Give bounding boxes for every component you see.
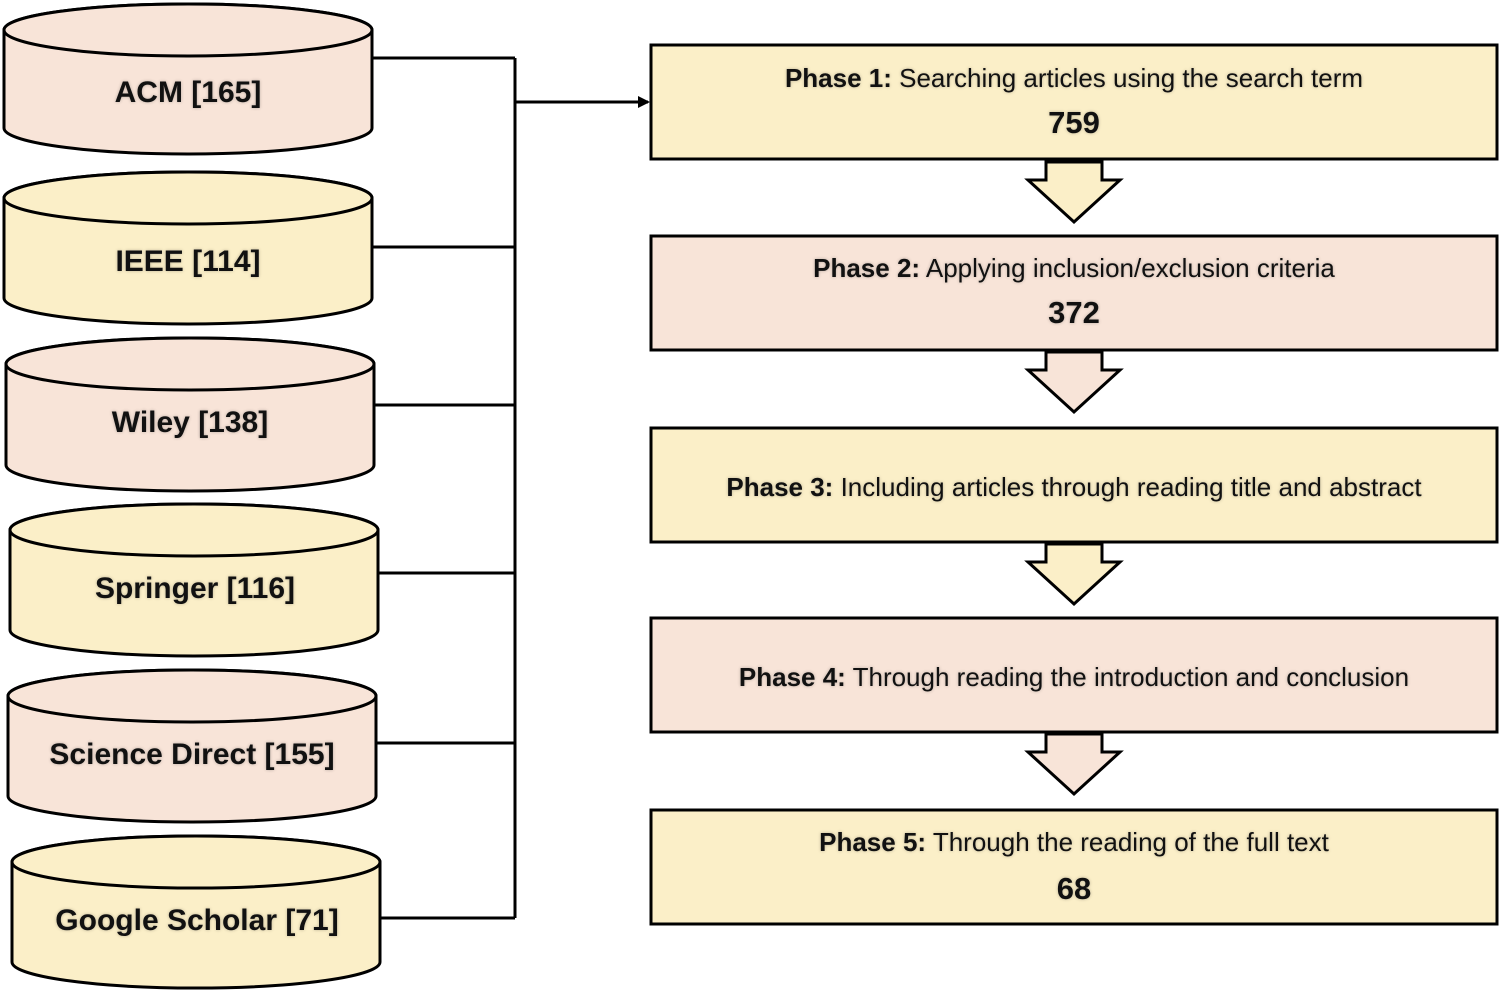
phase-4: Phase 4: Through reading the introductio… [649, 616, 1499, 734]
phase-text: Applying inclusion/exclusion criteria [920, 253, 1335, 283]
database-6: Google Scholar [71] [10, 834, 382, 990]
phase-text: Searching articles using the search term [892, 63, 1363, 93]
database-top [10, 834, 382, 890]
phase-prefix: Phase 3: [726, 472, 833, 502]
phase-description: Phase 4: Through reading the introductio… [739, 662, 1409, 692]
phase-description: Phase 5: Through the reading of the full… [819, 827, 1330, 857]
database-5: Science Direct [155] [6, 668, 378, 824]
phase-text: Including articles through reading title… [833, 472, 1422, 502]
phase-prefix: Phase 4: [739, 662, 846, 692]
phase-3: Phase 3: Including articles through read… [649, 426, 1499, 544]
down-arrow-icon [1024, 160, 1124, 225]
database-1: ACM [165] [2, 2, 374, 156]
database-label: Springer [116] [95, 572, 295, 605]
database-label: Google Scholar [71] [55, 904, 338, 937]
phase-description: Phase 1: Searching articles using the se… [785, 63, 1363, 93]
database-column: ACM [165] IEEE [114] Wiley [138] Springer [… [2, 2, 382, 990]
database-4: Springer [116] [8, 502, 380, 658]
database-2: IEEE [114] [2, 170, 374, 326]
down-arrow-icon [1024, 542, 1124, 607]
phase-box [649, 43, 1499, 161]
phase-column: Phase 1: Searching articles using the se… [649, 43, 1499, 926]
database-top [4, 336, 376, 392]
phase-box [649, 426, 1499, 544]
down-arrow-icon [1024, 732, 1124, 797]
database-top [2, 170, 374, 226]
down-arrow-icon [1024, 350, 1124, 415]
phase-prefix: Phase 5: [819, 827, 926, 857]
database-top [2, 2, 374, 58]
database-label: Wiley [138] [112, 406, 268, 439]
database-label: IEEE [114] [115, 245, 260, 278]
phase-1: Phase 1: Searching articles using the se… [649, 43, 1499, 161]
connector-lines [372, 56, 650, 920]
phase-description: Phase 2: Applying inclusion/exclusion cr… [813, 253, 1335, 283]
phase-prefix: Phase 1: [785, 63, 892, 93]
phase-description: Phase 3: Including articles through read… [726, 472, 1422, 502]
database-top [6, 668, 378, 724]
phase-count: 759 [1048, 105, 1100, 140]
phase-2: Phase 2: Applying inclusion/exclusion cr… [649, 234, 1499, 352]
phase-text: Through the reading of the full text [926, 827, 1330, 857]
phase-count: 68 [1057, 871, 1091, 906]
database-label: ACM [165] [115, 76, 262, 109]
phase-box [649, 808, 1499, 926]
phase-box [649, 234, 1499, 352]
phase-prefix: Phase 2: [813, 253, 920, 283]
database-top [8, 502, 380, 558]
phase-5: Phase 5: Through the reading of the full… [649, 808, 1499, 926]
phase-box [649, 616, 1499, 734]
phase-count: 372 [1048, 295, 1100, 330]
database-label: Science Direct [155] [49, 738, 334, 771]
phase-text: Through reading the introduction and con… [846, 662, 1409, 692]
database-3: Wiley [138] [4, 336, 376, 493]
